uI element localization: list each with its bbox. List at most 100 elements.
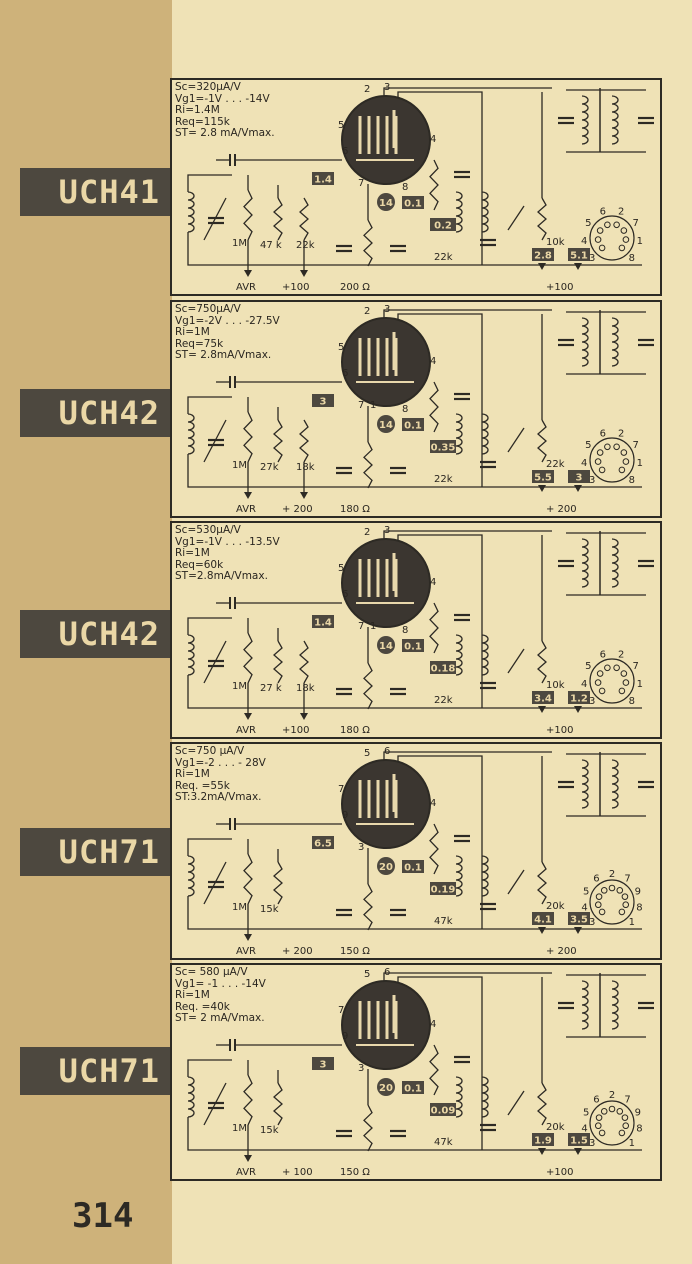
coil [481, 191, 489, 233]
anode-current-box-text: 1.2 [570, 694, 588, 705]
socket-pin [595, 893, 603, 900]
socket-pin-label: 3 [589, 1138, 595, 1149]
resistor-value: 18k [296, 683, 315, 694]
arrow-down-icon [574, 485, 582, 492]
wire [187, 617, 232, 635]
socket-pin-label: 7 [633, 218, 639, 229]
anode-voltage-box-text: 2.8 [534, 251, 552, 262]
resistor-value: 27 k [260, 683, 282, 694]
ground-bus [187, 1117, 642, 1151]
socket-pin [622, 458, 630, 465]
pin-label: 5 [338, 120, 344, 131]
arrow-down-icon [244, 270, 252, 277]
parameter-line: Sc=750 μA/V [175, 745, 245, 757]
resistor [363, 441, 373, 489]
cathode-current-box [402, 1081, 424, 1094]
resistor [537, 861, 547, 905]
cathode-current-box [402, 418, 424, 431]
parameter-line: Ri=1M [175, 768, 210, 780]
socket-pin [616, 887, 624, 894]
pin-label: 4 [430, 577, 436, 588]
wire [383, 751, 552, 760]
pin-label: 5 [338, 342, 344, 353]
anode-voltage-box-text: 4.1 [534, 915, 552, 926]
coil [611, 538, 619, 588]
resistor [273, 197, 283, 241]
socket-pin [596, 227, 604, 234]
resistor-value: 1M [232, 238, 247, 249]
tube-label: UCH42 [20, 389, 170, 437]
wire [187, 838, 232, 856]
supply-voltage-label: +100 [282, 725, 309, 736]
grid-voltage-box-text: 6.5 [314, 839, 332, 850]
coil [611, 980, 619, 1030]
avr-label: AVR [236, 282, 256, 293]
pin-label: 6 [342, 146, 348, 157]
resistor-value: 1M [232, 460, 247, 471]
resistor [273, 861, 283, 905]
resistor [429, 823, 439, 875]
screen-current-box [430, 440, 456, 453]
anode-current-box-text: 5.1 [570, 251, 588, 262]
arrow-down-icon [244, 934, 252, 941]
arrow-down-icon [538, 927, 546, 934]
pin-label: 4 [430, 134, 436, 145]
socket-pin-label: 8 [636, 902, 642, 913]
pin-label: 4 [430, 1019, 436, 1030]
socket-pin-label: 2 [609, 1090, 615, 1101]
supply-voltage-label: +100 [546, 1167, 573, 1178]
tube-label: UCH71 [20, 828, 170, 876]
pin-label: 7 [358, 621, 364, 632]
socket-outline [589, 215, 635, 261]
avr-label: AVR [236, 725, 256, 736]
parameter-line: Sc=320μA/V [175, 81, 241, 93]
socket-pin [616, 1108, 624, 1115]
socket-pin-label: 7 [633, 661, 639, 672]
resistor [537, 1082, 547, 1126]
resistor [537, 419, 547, 463]
socket-pin-label: 8 [629, 696, 635, 707]
socket-pin-label: 4 [581, 458, 587, 469]
resistor-value: 10k [546, 237, 565, 248]
socket-pin-label: 4 [581, 236, 587, 247]
coil [455, 634, 463, 676]
arrow-down-icon [574, 1148, 582, 1155]
socket-pin [618, 908, 626, 916]
resistor [243, 632, 253, 684]
coil [581, 980, 589, 1030]
parameter-line: ST=2.8mA/Vmax. [175, 570, 268, 582]
variable-cap-arrow [507, 648, 525, 674]
coil [187, 1076, 195, 1118]
cathode-marker [377, 415, 395, 433]
cathode-marker [377, 1078, 395, 1096]
arrow-down-icon [244, 713, 252, 720]
anode-voltage-box [532, 248, 554, 261]
socket-pin [613, 221, 620, 229]
resistor [243, 853, 253, 905]
screen-current-box-text: 0.18 [431, 664, 456, 675]
socket-pin [594, 458, 602, 465]
wire [187, 174, 232, 192]
pin-label: 8 [402, 625, 408, 636]
parameter-line: Ri=1M [175, 547, 210, 559]
arrow-down-icon [244, 492, 252, 499]
resistor-value: 22k [434, 474, 453, 485]
parameter-line: Ri=1.4M [175, 104, 220, 116]
coil [455, 855, 463, 897]
anode-current-box-text: 3.5 [570, 915, 588, 926]
parameter-line: Vg1= -1 . . . -14V [175, 977, 266, 990]
socket-pin-label: 6 [593, 1095, 599, 1106]
resistor [363, 219, 373, 267]
socket-outline [589, 1100, 635, 1146]
socket-pin [613, 443, 620, 451]
cathode-resistor-value: 150 Ω [340, 946, 370, 957]
pin-label: 1 [370, 400, 376, 411]
cathode-marker-text: 14 [379, 198, 393, 209]
tube-label: UCH41 [20, 168, 170, 216]
screen-current-box [430, 218, 456, 231]
socket-pin [622, 901, 630, 909]
ground-bus [187, 675, 642, 709]
